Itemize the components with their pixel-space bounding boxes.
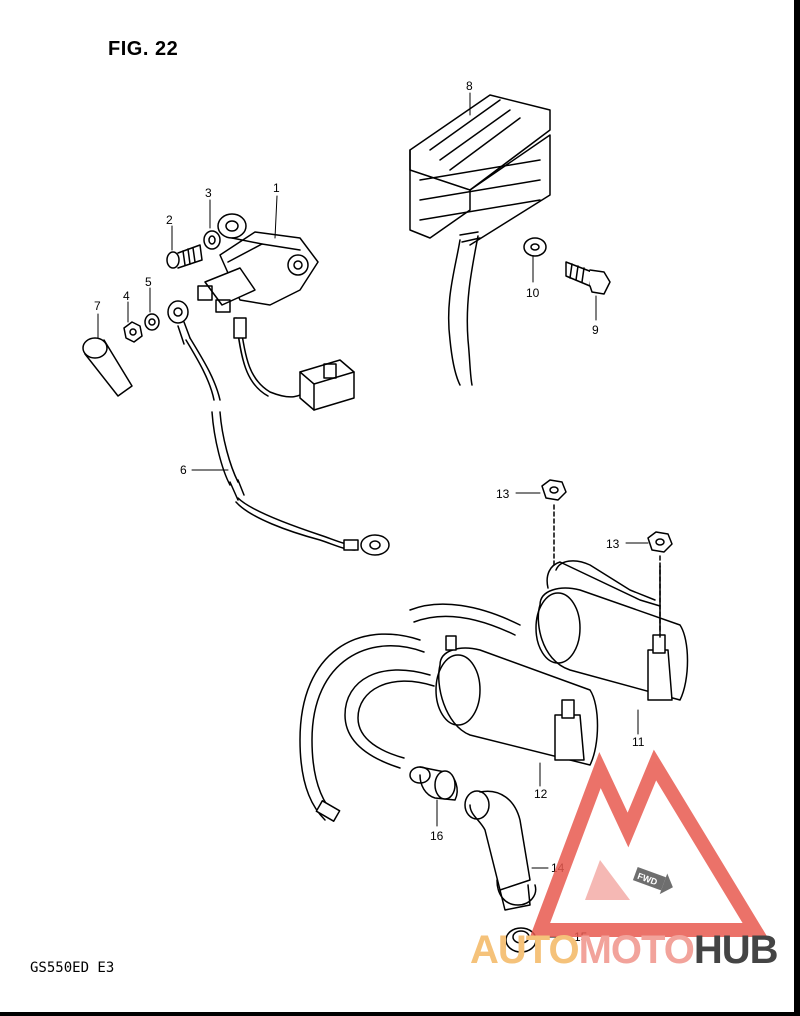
starter-relay	[197, 213, 319, 398]
callout-11: 11	[632, 735, 645, 749]
callout-1: 1	[273, 181, 280, 195]
bolt-2	[166, 244, 203, 269]
washer-10	[523, 237, 547, 257]
callout-6: 6	[180, 463, 187, 477]
fwd-badge: FWD	[632, 867, 673, 895]
watermark-hub: HUB	[693, 928, 779, 972]
page-border-bottom	[0, 1012, 800, 1016]
watermark-auto: AUTO	[470, 928, 580, 972]
callout-labels: 1 2 3 4 5 6 7 8 9 10 11 12 13 13 14 15 1…	[94, 79, 645, 944]
ignition-coil-11	[535, 560, 689, 701]
watermark-moto: MOTO	[578, 928, 695, 972]
washer-3	[203, 230, 221, 250]
terminal-cap-7	[82, 337, 133, 397]
figure-title: FIG. 22	[108, 38, 179, 60]
plug-cap-16	[409, 766, 458, 801]
model-code: GS550ED E3	[30, 960, 115, 976]
nut-13-b	[647, 531, 673, 641]
callout-12: 12	[534, 787, 548, 801]
ignition-coil-12	[435, 635, 599, 766]
watermark-text: AUTOMOTOHUB	[470, 926, 779, 974]
high-tension-leads	[299, 603, 521, 822]
callout-16: 16	[430, 829, 444, 843]
callout-7: 7	[94, 299, 101, 313]
washer-5	[144, 313, 160, 331]
battery-cable-6	[167, 300, 390, 556]
callout-10: 10	[526, 286, 540, 300]
page-border-right	[794, 0, 800, 1016]
callout-9: 9	[592, 323, 599, 337]
regulator-rectifier-8	[409, 94, 551, 386]
wire-connector	[299, 359, 355, 411]
callout-8: 8	[466, 79, 473, 93]
callout-4: 4	[123, 289, 130, 303]
callout-3: 3	[205, 186, 212, 200]
leader-lines	[97, 92, 649, 938]
callout-13-b: 13	[606, 537, 620, 551]
callout-2: 2	[166, 213, 173, 227]
watermark-logo: FWD	[529, 749, 768, 937]
nut-4	[123, 321, 143, 343]
nut-13-a	[541, 479, 567, 569]
seal-15	[505, 927, 537, 953]
callout-5: 5	[145, 275, 152, 289]
bolt-9	[565, 261, 611, 295]
callout-13-a: 13	[496, 487, 510, 501]
plug-cap-14	[464, 790, 537, 911]
